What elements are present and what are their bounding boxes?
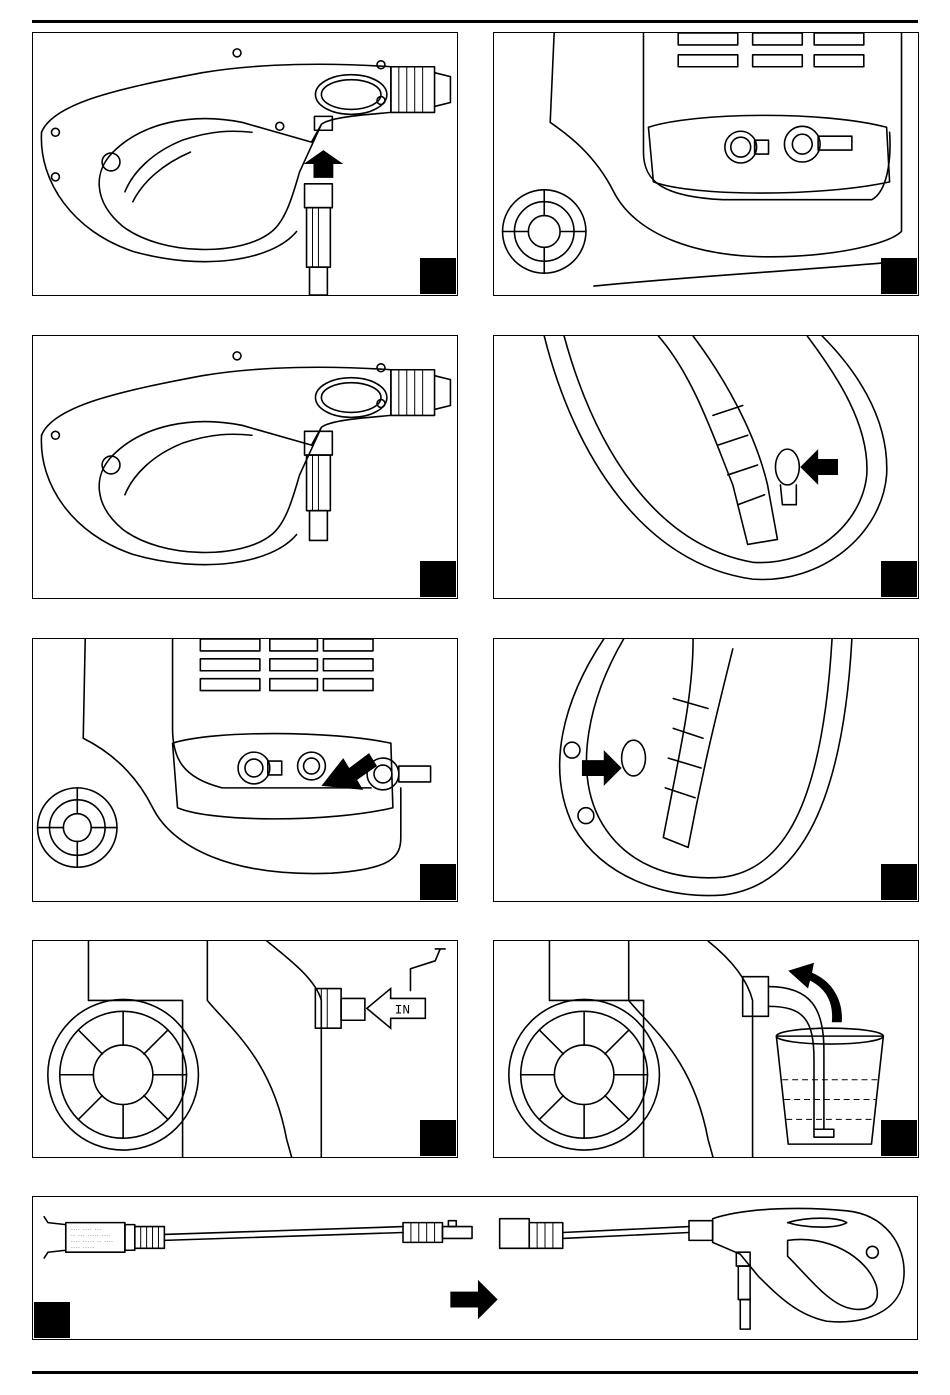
- step-badge-icon: [881, 1120, 917, 1156]
- step-badge-icon: [420, 1120, 456, 1156]
- safety-lock-pressed-illustration: [494, 639, 918, 901]
- figure-panel-9: ---- ---- --- -- --- ----- ---- ---- ---…: [32, 1196, 918, 1340]
- svg-text:-- --- ----- ----: -- --- ----- ----: [71, 1234, 111, 1238]
- step-badge-icon: [420, 864, 456, 900]
- inlet-label: IN: [395, 1002, 410, 1017]
- svg-text:---- ----- -- ----: ---- ----- -- ----: [71, 1240, 114, 1244]
- bottom-rule: [32, 1371, 918, 1374]
- figure-panel-2: [493, 32, 919, 296]
- lance-gun-illustration: ---- ---- --- -- --- ----- ---- ---- ---…: [33, 1197, 917, 1339]
- figure-panel-4: [493, 335, 919, 599]
- figure-panel-8: [493, 940, 919, 1158]
- bucket-suction-illustration: [494, 941, 918, 1157]
- step-badge-icon: [881, 561, 917, 597]
- step-badge-icon: [881, 864, 917, 900]
- top-rule: [32, 20, 918, 23]
- arrow-left-icon: [321, 753, 377, 790]
- figure-panel-3: [32, 335, 458, 599]
- gun-fitted-illustration: [33, 336, 457, 598]
- figure-panel-7: IN: [32, 940, 458, 1158]
- svg-text:---- ---- ---: ---- ---- ---: [71, 1229, 102, 1233]
- step-badge-icon: [420, 561, 456, 597]
- figure-panel-1: [32, 32, 458, 296]
- arrow-up-icon: [304, 150, 344, 178]
- arrow-right-icon: [450, 1280, 497, 1319]
- figure-panel-5: [32, 638, 458, 902]
- machine-outlet-illustration: [494, 33, 918, 295]
- curved-arrow-icon: [788, 963, 842, 1022]
- svg-text:---- -----: ---- -----: [71, 1246, 95, 1250]
- water-inlet-illustration: IN: [33, 941, 457, 1157]
- machine-insert-illustration: [33, 639, 457, 901]
- step-badge-icon: [420, 258, 456, 294]
- step-badge-icon: [34, 1302, 70, 1338]
- step-badge-icon: [881, 258, 917, 294]
- safety-lock-illustration: [494, 336, 918, 598]
- arrow-left-icon: [800, 449, 838, 485]
- figure-panel-6: [493, 638, 919, 902]
- gun-connector-illustration: [33, 33, 457, 295]
